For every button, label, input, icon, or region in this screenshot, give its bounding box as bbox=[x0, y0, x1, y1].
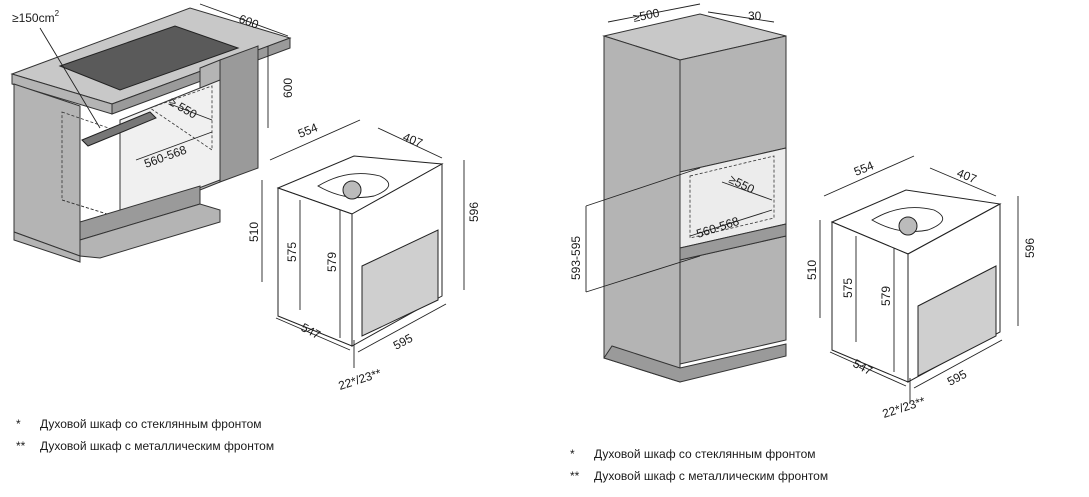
tall-cabinet bbox=[585, 3, 787, 383]
footnotes-right: * Духовой шкаф со стеклянным фронтом ** … bbox=[570, 447, 828, 483]
oven-right-front-thickness-label: 22*/23** bbox=[881, 394, 928, 421]
oven-left-front-height-label: 596 bbox=[467, 202, 481, 222]
footnote-mark: * bbox=[570, 447, 575, 461]
niche-height-label: 593-595 bbox=[569, 236, 583, 280]
oven-right-top-depth-label: 554 bbox=[852, 158, 876, 179]
oven-right-top-width-label: 407 bbox=[955, 166, 979, 187]
tall-depth-label: ≥500 bbox=[632, 6, 661, 25]
footnote-text: Духовой шкаф с металлическим фронтом bbox=[594, 469, 828, 483]
footnote-text: Духовой шкаф со стеклянным фронтом bbox=[40, 417, 262, 431]
oven-left-bottom-width-label: 595 bbox=[391, 331, 416, 353]
vent-exponent-label: 2 bbox=[55, 9, 60, 18]
footnote-mark: ** bbox=[16, 439, 26, 453]
counter-height-label: 600 bbox=[281, 78, 295, 98]
footnote-text: Духовой шкаф со стеклянным фронтом bbox=[594, 447, 816, 461]
oven-left-front-thickness-label: 22*/23** bbox=[337, 366, 384, 393]
hob-icon bbox=[58, 25, 240, 91]
oven-left-side-575-label: 575 bbox=[285, 242, 299, 262]
oven-right-side-575-label: 575 bbox=[841, 278, 855, 298]
vent-area-label: ≥150 bbox=[12, 11, 39, 25]
counter-depth-label: 600 bbox=[237, 12, 261, 32]
tall-gap-label: 30 bbox=[748, 9, 762, 23]
oven-right-front-height-label: 596 bbox=[1023, 238, 1037, 258]
oven-right bbox=[819, 155, 1019, 404]
oven-left bbox=[261, 119, 465, 368]
footnote-mark: ** bbox=[570, 469, 580, 483]
footnote-text: Духовой шкаф с металлическим фронтом bbox=[40, 439, 274, 453]
oven-right-side-510-label: 510 bbox=[805, 260, 819, 280]
footnote-mark: * bbox=[16, 417, 21, 431]
oven-left-side-510-label: 510 bbox=[247, 222, 261, 242]
vent-unit-label: cm bbox=[39, 11, 55, 25]
oven-right-side-579-label: 579 bbox=[879, 286, 893, 306]
oven-left-side-579-label: 579 bbox=[325, 252, 339, 272]
oven-left-top-depth-label: 554 bbox=[296, 120, 320, 141]
under-counter-cabinet bbox=[10, 3, 292, 263]
footnotes-left: * Духовой шкаф со стеклянным фронтом ** … bbox=[16, 417, 274, 453]
svg-text:≥150cm2: ≥150cm2 bbox=[12, 9, 60, 25]
oven-left-top-width-label: 407 bbox=[401, 130, 425, 151]
oven-right-bottom-width-label: 595 bbox=[945, 367, 970, 389]
